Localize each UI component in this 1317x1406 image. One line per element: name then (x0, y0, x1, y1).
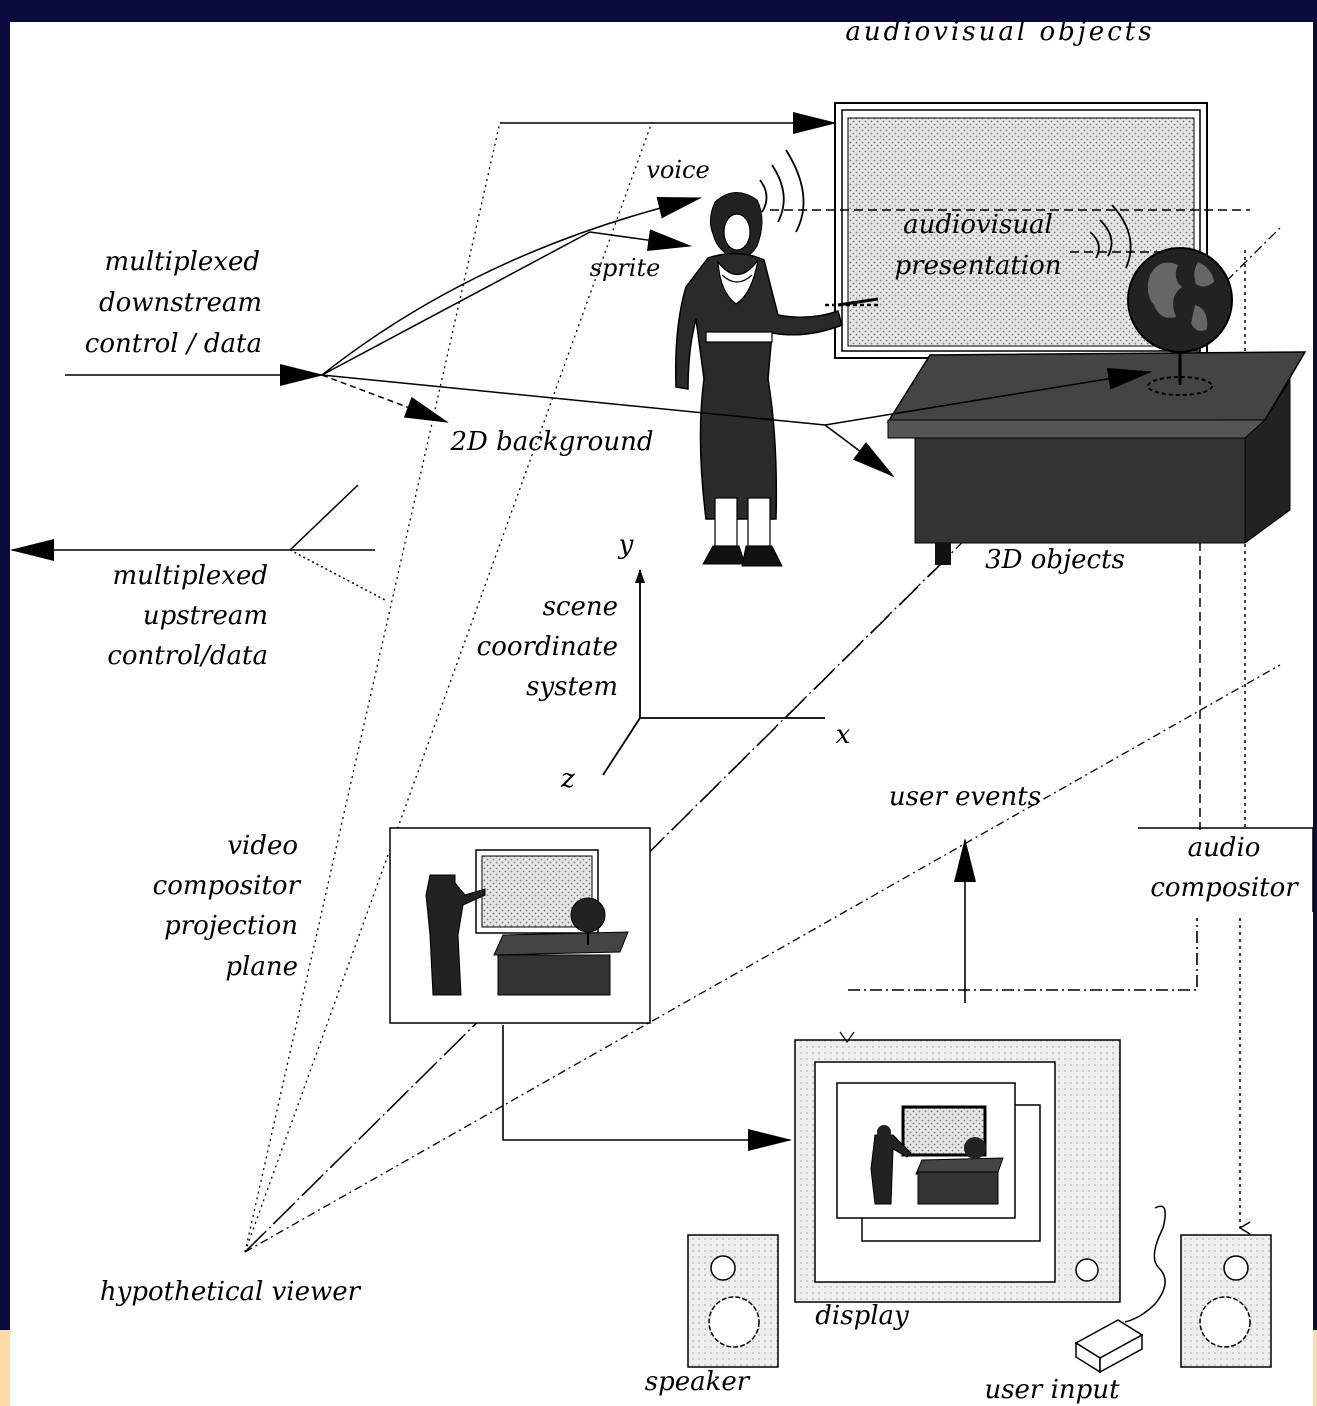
user-input-device-icon (1074, 1205, 1166, 1374)
video-compositor-label-line1: video (227, 831, 298, 861)
av-presentation-label-line2: presentation (894, 251, 1061, 281)
desk-3d-object (886, 351, 1307, 565)
upstream-label-line2: upstream (143, 601, 268, 631)
upstream-label-line3: control/data (107, 641, 268, 671)
downstream-label-line2: downstream (99, 288, 262, 318)
speaker-right-icon (1180, 1234, 1272, 1368)
frustum-line-2 (244, 121, 653, 1253)
scene-coord-label-line3: system (526, 672, 618, 702)
voice-arrow (321, 196, 702, 376)
scene-coordinate-axes (602, 569, 825, 776)
video-compositor-label-line2: compositor (153, 871, 302, 901)
user-input-label: user input (984, 1375, 1120, 1405)
scene-coord-label-line2: coordinate (477, 632, 618, 662)
display-monitor (794, 1031, 1121, 1303)
sound-waves-icon (759, 149, 1132, 269)
video-compositor-label-line3: projection (164, 911, 298, 941)
audio-compositor-label-line2: compositor (1150, 873, 1299, 903)
audiovisual-objects-label: audiovisual objects (845, 17, 1154, 47)
presenter-sprite (674, 192, 879, 567)
speaker-left-icon (687, 1234, 779, 1368)
audio-compositor-box (1138, 827, 1314, 1228)
desk-arrow (824, 424, 895, 478)
y-axis-label: y (618, 530, 634, 560)
user-events-label: user events (889, 782, 1041, 812)
compositor-to-display-arrow (502, 1025, 792, 1151)
scene-coord-label-line1: scene (543, 592, 618, 622)
sprite-label: sprite (590, 254, 661, 282)
audio-compositor-label-line1: audio (1188, 833, 1261, 863)
downstream-arrows (65, 196, 1152, 478)
video-compositor-label-line4: plane (225, 952, 298, 982)
x-axis-label: x (836, 720, 851, 750)
upstream-label-line1: multiplexed (112, 561, 268, 591)
objects-3d-label: 3D objects (985, 545, 1125, 575)
projection-plane-panel (389, 827, 651, 1024)
globe-3d-object (1127, 247, 1233, 396)
voice-label: voice (646, 156, 709, 184)
downstream-label-line1: multiplexed (104, 247, 260, 277)
left-accent-bar (0, 1330, 12, 1406)
upstream-arrows (10, 484, 386, 601)
z-axis (602, 717, 641, 776)
frustum-line-4 (244, 664, 1281, 1253)
background-2d-label: 2D background (450, 427, 654, 457)
z-axis-label: z (560, 764, 575, 794)
display-label: display (815, 1301, 909, 1331)
sprite-arrow (321, 229, 692, 376)
frustum-line-1 (244, 121, 501, 1253)
hypothetical-viewer-label: hypothetical viewer (100, 1277, 362, 1307)
av-presentation-label-line1: audiovisual (903, 210, 1053, 240)
background-arrow (321, 374, 449, 423)
user-events-arrow (848, 838, 1198, 1003)
downstream-label-line3: control / data (85, 329, 262, 359)
speaker-label: speaker (645, 1367, 751, 1397)
